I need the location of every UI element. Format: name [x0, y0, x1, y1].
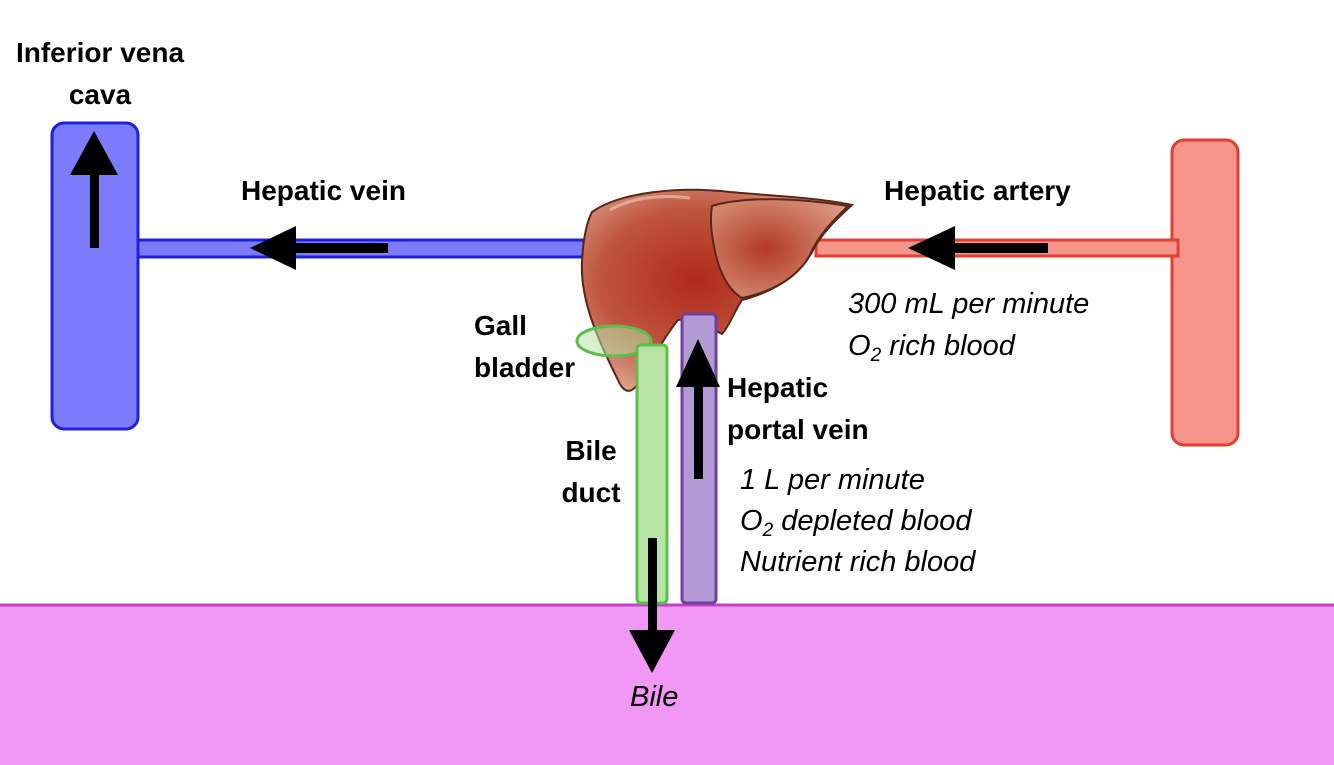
- gall-bladder-label-line1: Gall: [474, 310, 527, 341]
- inferior-vena-cava: [50, 121, 140, 431]
- bile-duct-label-line2: duct: [561, 477, 621, 508]
- bile-label: Bile: [630, 681, 679, 713]
- ivc-label-line2: cava: [68, 79, 132, 110]
- portal-flow-rate: 1 L per minute: [740, 464, 925, 496]
- hepatic-vein-label: Hepatic vein: [241, 175, 406, 206]
- hepatic-artery-source: [1170, 138, 1240, 447]
- ivc-up-arrow: [70, 131, 118, 248]
- artery-flow-rate: 300 mL per minute: [848, 288, 1090, 320]
- portal-vein-label-line1: Hepatic: [727, 372, 829, 403]
- gall-bladder-label: Gall bladder: [474, 305, 575, 389]
- gall-bladder: [575, 324, 653, 358]
- hepatic-artery-label: Hepatic artery: [884, 175, 1071, 206]
- portal-vein-up-arrow: [676, 339, 720, 479]
- portal-vein-label-line2: portal vein: [727, 414, 869, 445]
- ivc-label-line1: Inferior vena: [15, 37, 185, 68]
- hepatic-vein-left-arrow: [250, 226, 388, 270]
- hepatic-artery-left-arrow: [908, 226, 1048, 270]
- ivc-label: Inferior vena cava: [0, 32, 200, 116]
- bile-down-arrow: [629, 538, 675, 673]
- artery-notes: 300 mL per minute O2 rich blood: [848, 283, 1089, 367]
- bile-duct-label: Bile duct: [548, 430, 634, 514]
- portal-vein-label: Hepatic portal vein: [727, 367, 869, 451]
- artery-oxygen-note: O2 rich blood: [848, 330, 1015, 366]
- portal-nutrient-note: Nutrient rich blood: [740, 546, 976, 578]
- portal-oxygen-note: O2 depleted blood: [740, 505, 972, 541]
- gall-bladder-label-line2: bladder: [474, 352, 576, 383]
- bile-duct-label-line1: Bile: [565, 435, 617, 466]
- portal-notes: 1 L per minute O2 depleted blood Nutrien…: [740, 460, 975, 583]
